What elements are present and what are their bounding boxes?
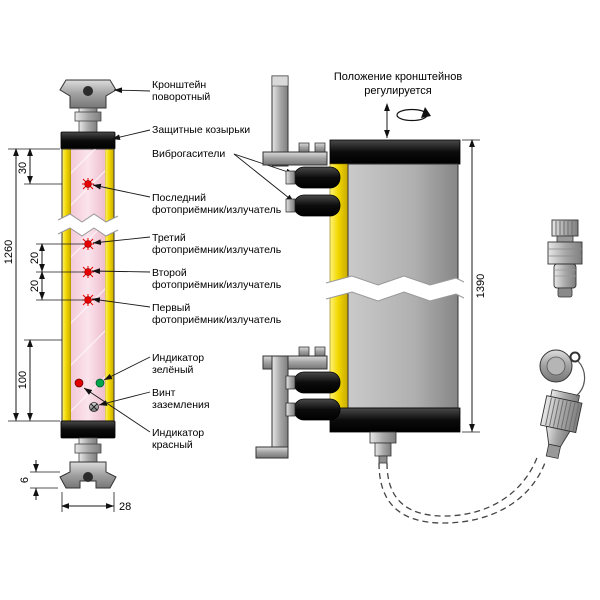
- bracket-plate-top-bend: [271, 75, 289, 87]
- dim-label-20b: 20: [29, 280, 41, 292]
- callout-indicator-red-line2: красный: [152, 439, 193, 451]
- beam-emitter-second: [82, 266, 94, 278]
- dim-label-20a: 20: [29, 252, 41, 264]
- connector-dust-cap: [539, 349, 586, 397]
- callout-beam-last-line1: Последний: [152, 192, 206, 204]
- dim-label-30: 30: [17, 162, 29, 174]
- dim-label-100: 100: [17, 371, 29, 389]
- callout-visors: Защитные козырьки: [152, 124, 250, 136]
- break-line-side: [325, 275, 465, 302]
- callout-ground-screw-line1: Винт: [152, 387, 176, 399]
- side-view: Положение кронштейнов регулируется: [255, 71, 487, 464]
- damper-nut-3: [285, 375, 296, 390]
- callout-texts: Кронштейн поворотный Защитные козырьки В…: [152, 79, 282, 451]
- protective-visor-top: [60, 131, 116, 150]
- vibration-damper-1: [293, 166, 341, 189]
- callout-indicator-red-line1: Индикатор: [152, 427, 204, 439]
- vibration-damper-2: [293, 194, 341, 217]
- hex-nut-top: [74, 111, 102, 122]
- bracket-plate-bottom: [271, 355, 289, 459]
- callout-ground-screw-line2: заземления: [152, 399, 210, 411]
- front-view: [57, 79, 119, 489]
- bracket-foot-top: [262, 151, 328, 166]
- green-led: [95, 378, 105, 388]
- dim-label-28: 28: [119, 501, 131, 513]
- callout-dampers: Виброгасители: [152, 148, 225, 160]
- vibration-damper-4: [293, 398, 341, 421]
- connector-socket: [547, 219, 583, 298]
- callout-beam-second-line2: фотоприёмник/излучатель: [152, 279, 282, 291]
- dim-label-6: 6: [19, 477, 31, 483]
- detection-window: [71, 149, 105, 421]
- callout-beam-last-line2: фотоприёмник/излучатель: [152, 204, 282, 216]
- red-led: [74, 378, 84, 388]
- cable-dashed: [378, 454, 547, 524]
- note-line1: Положение кронштейнов: [334, 71, 463, 83]
- beam-emitter-last: [82, 178, 94, 190]
- bolt-bottom-2: [314, 346, 326, 357]
- adjust-arrow-rotation: [396, 107, 431, 122]
- bracket-hole-bottom: [83, 472, 93, 482]
- callout-beam-first-line2: фотоприёмник/излучатель: [152, 314, 282, 326]
- bolt-bottom-1: [298, 346, 310, 357]
- damper-nut-4: [285, 402, 296, 417]
- callout-beam-third-line1: Третий: [152, 232, 186, 244]
- cap-ring: [569, 351, 581, 363]
- callout-leaders: [83, 87, 295, 433]
- callout-beam-second-line1: Второй: [152, 267, 187, 279]
- side-bottom-cap: [329, 407, 461, 433]
- housing-right-profile: [104, 148, 115, 422]
- callout-beam-first-line1: Первый: [152, 302, 190, 314]
- callout-beam-third-line2: фотоприёмник/излучатель: [152, 244, 282, 256]
- housing-left-profile: [61, 148, 72, 422]
- protective-visor-bottom: [60, 420, 116, 439]
- cap-cord: [575, 360, 586, 397]
- dim-label-1260: 1260: [3, 240, 15, 264]
- side-top-cap: [329, 139, 461, 165]
- beam-emitter-third: [82, 238, 94, 250]
- callout-bracket-line2: поворотный: [152, 91, 210, 103]
- bolt-top-1: [298, 142, 310, 153]
- front-dimensions: 1260 30 20 20 100 6 28: [3, 148, 131, 513]
- break-line-front: [57, 213, 119, 237]
- dim-label-1390: 1390: [475, 274, 487, 298]
- connector-plug: [539, 389, 583, 459]
- bracket-hole-top: [83, 86, 93, 96]
- bracket-plate-bottom-bend: [255, 446, 289, 459]
- damper-nut-1: [285, 170, 296, 185]
- cable-gland: [369, 431, 397, 464]
- callout-bracket-line1: Кронштейн: [152, 79, 206, 91]
- bolt-top-2: [314, 142, 326, 153]
- damper-nut-2: [285, 198, 296, 213]
- hex-nut-bottom: [74, 443, 102, 454]
- vibration-damper-3: [293, 371, 341, 394]
- callout-indicator-green-line2: зелёный: [152, 364, 193, 376]
- note-line2: регулируется: [364, 85, 432, 97]
- beam-emitter-first: [82, 294, 94, 306]
- callout-indicator-green-line1: Индикатор: [152, 352, 204, 364]
- ground-screw-icon: [89, 402, 99, 412]
